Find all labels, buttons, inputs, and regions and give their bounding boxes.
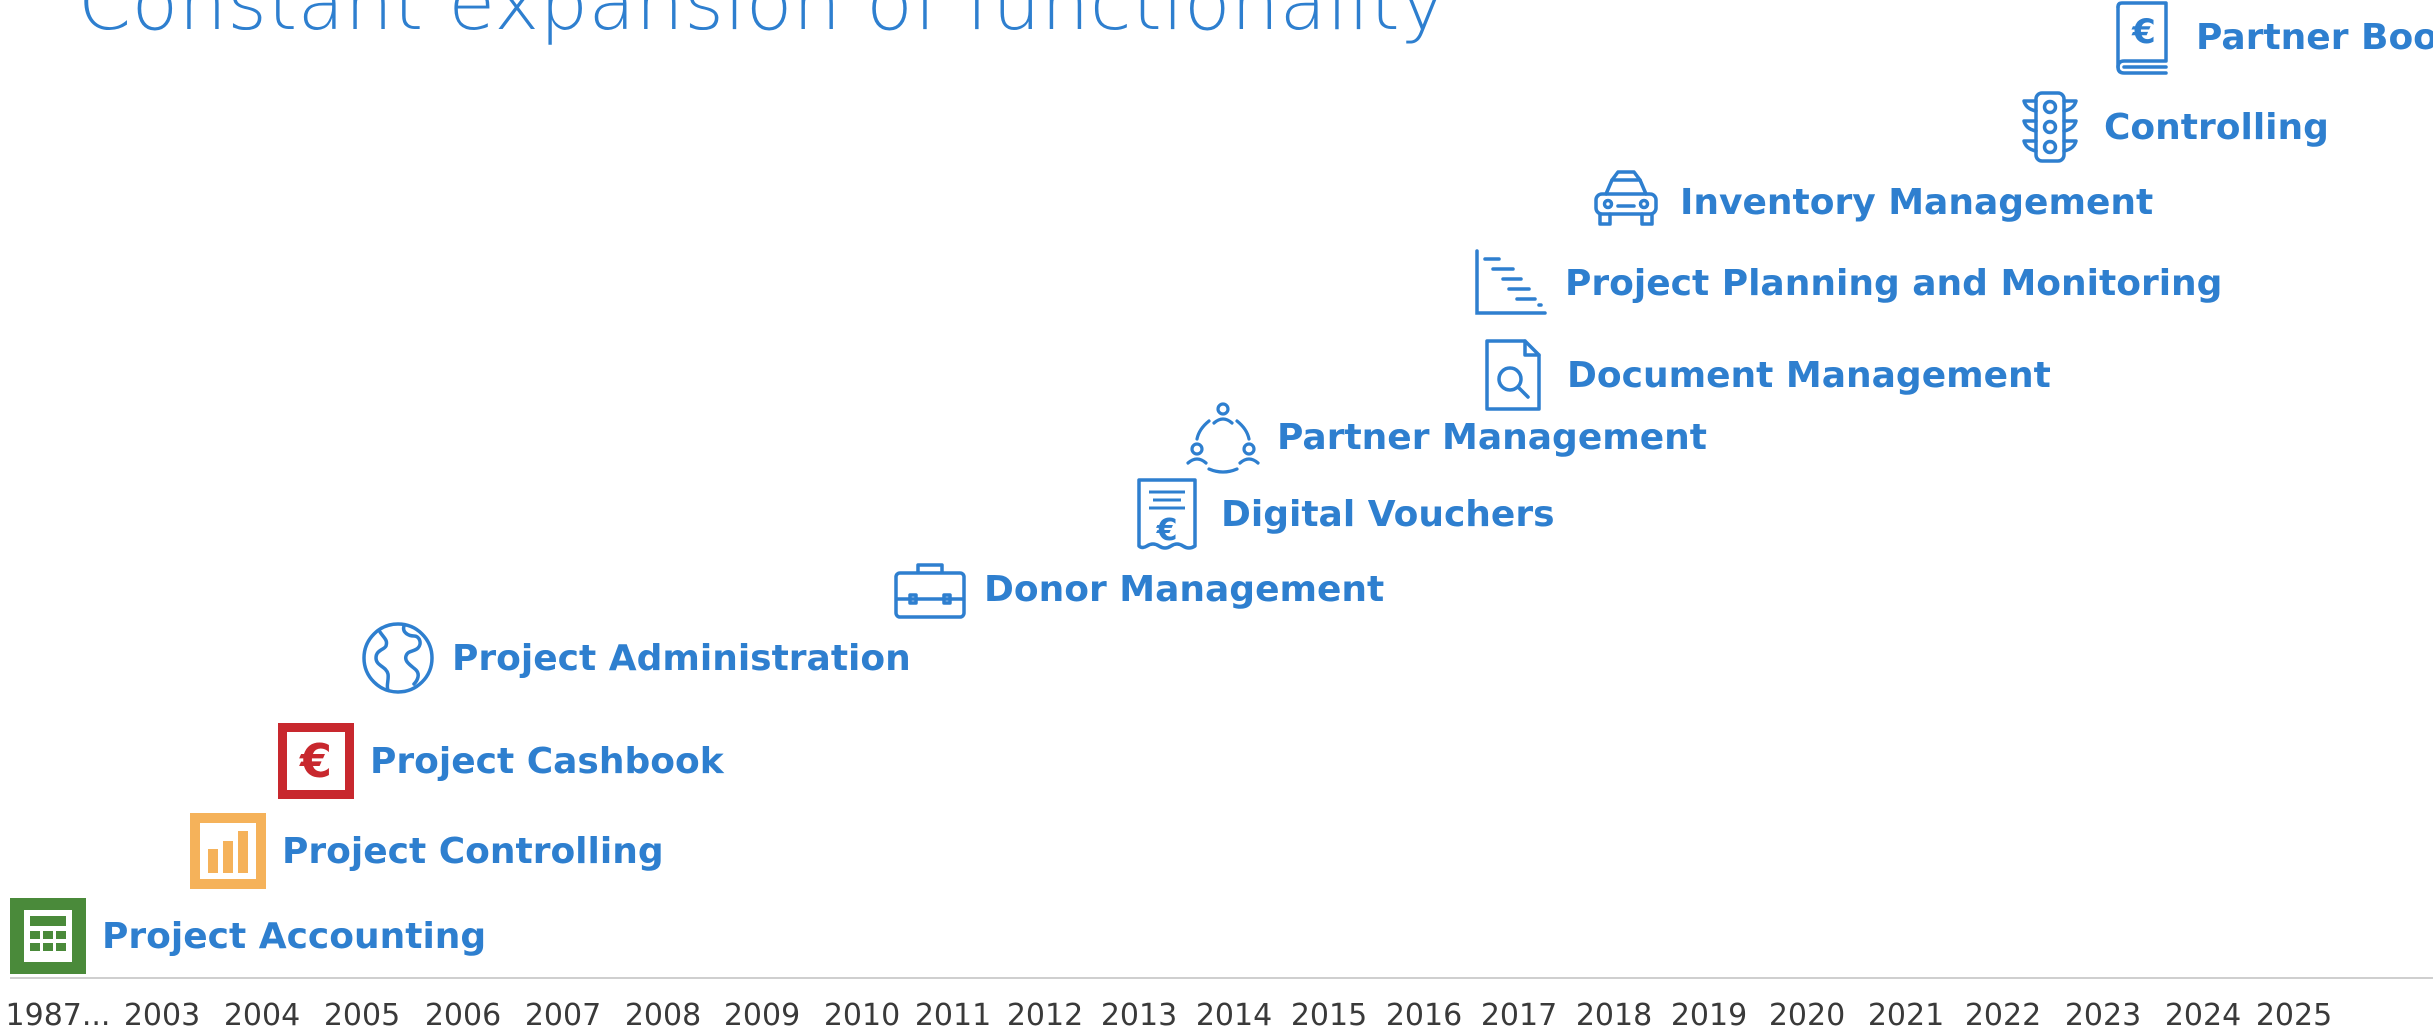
item-label-project-cashbook: Project Cashbook — [370, 740, 724, 782]
euro-book-icon: € — [2116, 1, 2168, 75]
item-project-accounting: Project Accounting — [8, 896, 486, 976]
item-partner-book: € Partner Book — [2102, 0, 2433, 77]
year-label: 2019 — [1670, 998, 1748, 1033]
year-label: 2022 — [1964, 998, 2042, 1033]
item-document-management: Document Management — [1473, 335, 2051, 415]
year-label: 2016 — [1385, 998, 1463, 1033]
year-label: 2017 — [1480, 998, 1558, 1033]
car-icon — [1594, 170, 1658, 226]
year-label: 2004 — [223, 998, 301, 1033]
item-label-project-administration: Project Administration — [452, 637, 911, 679]
item-project-administration: Project Administration — [358, 618, 911, 698]
item-label-partner-management: Partner Management — [1277, 416, 1707, 458]
svg-text:€: € — [1156, 513, 1178, 548]
item-label-partner-book: Partner Book — [2196, 16, 2433, 58]
item-label-document-management: Document Management — [1567, 354, 2051, 396]
item-project-planning-and-monitoring: Project Planning and Monitoring — [1471, 243, 2222, 323]
receipt-euro-icon: € — [1137, 478, 1197, 550]
item-label-project-controlling: Project Controlling — [282, 830, 664, 872]
year-label: 2025 — [2255, 998, 2333, 1033]
year-label: 2014 — [1195, 998, 1273, 1033]
item-donor-management: Donor Management — [890, 549, 1384, 629]
globe-icon — [362, 622, 434, 694]
year-label: 2011 — [914, 998, 992, 1033]
item-project-controlling: Project Controlling — [188, 811, 664, 891]
item-label-controlling: Controlling — [2104, 106, 2329, 148]
people-cycle-icon — [1186, 402, 1260, 474]
page-title: Constant expansion of functionality — [78, 0, 1446, 47]
year-label: 2003 — [123, 998, 201, 1033]
year-label: 2007 — [524, 998, 602, 1033]
item-label-donor-management: Donor Management — [984, 568, 1385, 610]
year-label: 2024 — [2164, 998, 2242, 1033]
year-label: 2010 — [823, 998, 901, 1033]
bar-chart-icon — [190, 813, 266, 889]
item-digital-vouchers: € Digital Vouchers — [1127, 474, 1555, 554]
item-controlling: Controlling — [2010, 87, 2329, 167]
briefcase-icon — [894, 563, 966, 619]
svg-text:€: € — [299, 734, 332, 788]
year-label: 2012 — [1006, 998, 1084, 1033]
year-label: 2021 — [1867, 998, 1945, 1033]
svg-text:€: € — [2131, 12, 2156, 52]
year-label: 2018 — [1575, 998, 1653, 1033]
item-label-project-planning-and-monitoring: Project Planning and Monitoring — [1565, 262, 2223, 304]
year-label: 2005 — [323, 998, 401, 1033]
gantt-chart-icon — [1475, 249, 1547, 315]
document-search-icon — [1485, 339, 1541, 411]
item-inventory-management: Inventory Management — [1586, 162, 2153, 242]
item-label-inventory-management: Inventory Management — [1680, 181, 2154, 223]
year-label: 2015 — [1290, 998, 1368, 1033]
year-label: 2023 — [2064, 998, 2142, 1033]
item-partner-management: Partner Management — [1183, 397, 1707, 477]
year-label: 2009 — [723, 998, 801, 1033]
year-label: 2008 — [624, 998, 702, 1033]
traffic-light-icon — [2022, 91, 2078, 163]
timeline-axis-line — [10, 977, 2433, 979]
calculator-icon — [10, 898, 86, 974]
year-label: 2006 — [424, 998, 502, 1033]
euro-icon: € — [278, 723, 354, 799]
year-label: 1987... — [5, 998, 111, 1033]
year-label: 2020 — [1768, 998, 1846, 1033]
item-label-project-accounting: Project Accounting — [102, 915, 487, 957]
year-label: 2013 — [1100, 998, 1178, 1033]
item-project-cashbook: € Project Cashbook — [276, 721, 724, 801]
item-label-digital-vouchers: Digital Vouchers — [1221, 493, 1555, 535]
